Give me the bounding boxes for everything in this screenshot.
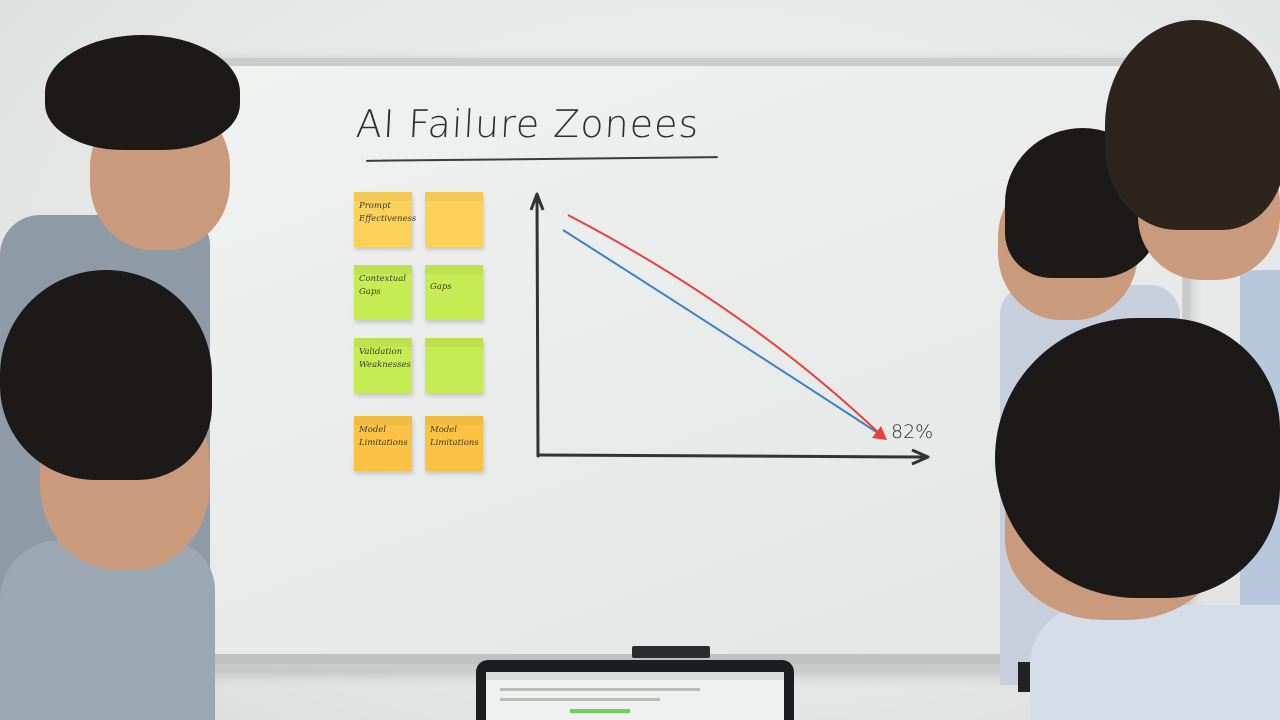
sticky-note: [425, 192, 483, 247]
chart-annotation-82-percent: 82%: [891, 421, 934, 443]
whiteboard-title: AI Failure Zonees: [354, 102, 701, 146]
sticky-note: Model Limitations: [354, 416, 412, 471]
laptop-screen-row: [500, 698, 660, 701]
sticky-note: Contextual Gaps: [354, 265, 412, 320]
eraser: [632, 646, 710, 658]
y-axis: [529, 192, 545, 458]
sticky-note: Prompt Effectiveness: [354, 192, 416, 247]
sticky-note: Validation Weaknesses: [354, 338, 412, 393]
laptop-screen: [486, 672, 784, 720]
hand-drawn-chart: [529, 192, 930, 466]
sticky-note: [425, 338, 483, 393]
x-axis: [536, 448, 930, 466]
laptop-screen-row: [500, 688, 700, 691]
red-arrowhead: [872, 426, 887, 440]
laptop-screen-toolbar: [486, 672, 784, 680]
whiteboard-tray: [210, 654, 1010, 664]
sticky-note: Gaps: [425, 265, 483, 320]
laptop-screen-highlight: [570, 709, 630, 713]
blue-trend-line: [562, 229, 879, 434]
red-trend-arrow: [567, 214, 883, 437]
sticky-note: Model Limitations: [425, 416, 483, 471]
